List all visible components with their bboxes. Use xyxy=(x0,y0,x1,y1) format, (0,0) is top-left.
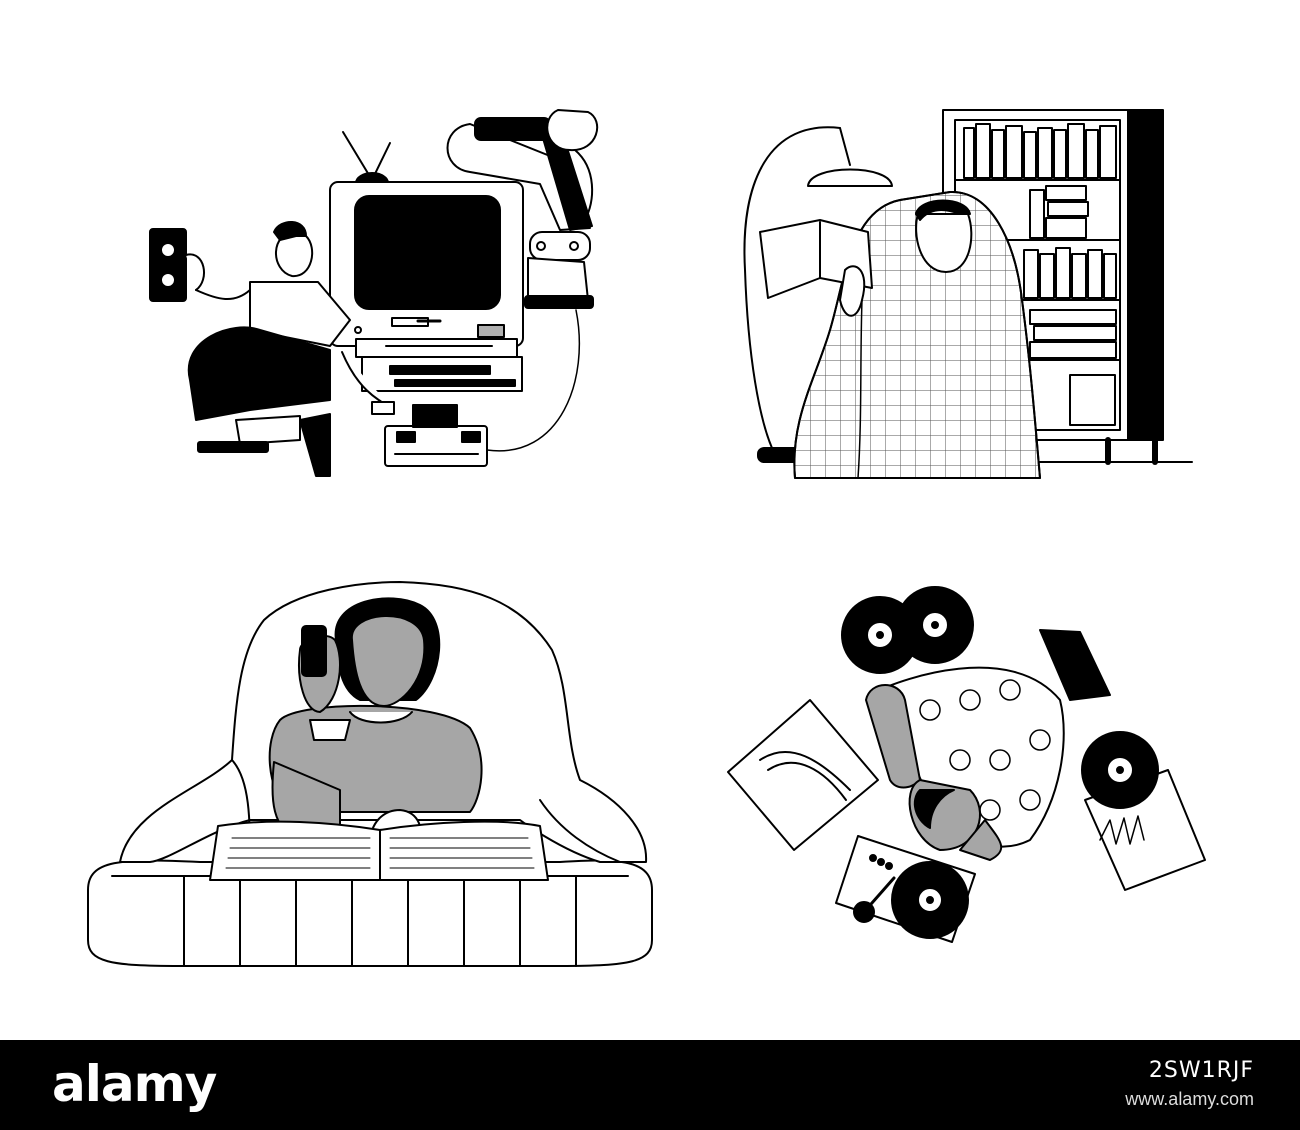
reading-under-blanket-by-bookshelf-scene xyxy=(743,109,1193,479)
watermark-footer: alamy 2SW1RJF www.alamy.com xyxy=(0,1040,1300,1130)
site-url: www.alamy.com xyxy=(1125,1089,1254,1109)
alamy-logo: alamy xyxy=(52,1055,217,1113)
album-sleeve-left xyxy=(727,699,879,851)
girl-reading xyxy=(268,597,483,863)
vcr-stack xyxy=(355,338,523,392)
man-lying-down xyxy=(865,629,1111,861)
stock-meta: 2SW1RJF www.alamy.com xyxy=(1125,1058,1254,1110)
gamepad xyxy=(529,231,591,261)
open-book xyxy=(209,820,549,881)
retro-gaming-scene xyxy=(149,109,599,477)
vinyl-record-2 xyxy=(896,586,974,664)
crt-television xyxy=(329,181,524,347)
vinyl-record-3 xyxy=(1081,731,1159,809)
stock-image-id: 2SW1RJF xyxy=(1148,1058,1254,1083)
game-console xyxy=(384,309,580,467)
man-with-cassette xyxy=(149,221,395,477)
tv-antenna xyxy=(342,131,391,184)
reading-with-flashlight-under-blanket-scene xyxy=(87,581,653,967)
floor-lamp xyxy=(743,126,893,463)
bookshelf xyxy=(899,109,1193,465)
woman-on-tv xyxy=(446,109,599,309)
listening-to-vinyl-records-scene xyxy=(727,586,1206,943)
illustration-canvas xyxy=(87,109,1206,967)
record-player xyxy=(835,835,976,943)
person-in-blanket xyxy=(759,190,1041,479)
